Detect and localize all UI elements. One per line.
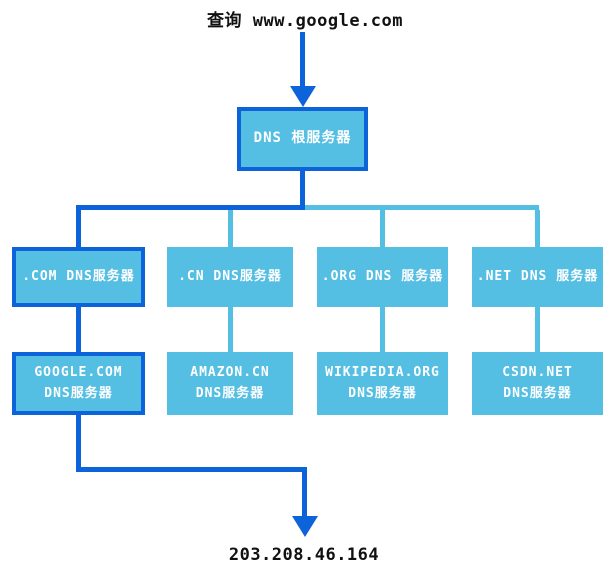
root-stem-line	[300, 171, 305, 207]
node-net-dns-server: .NET DNS 服务器	[472, 247, 603, 307]
drop-line-net	[535, 210, 540, 247]
drop-line-org	[380, 210, 385, 247]
node-wikipedia-org-dns-server: WIKIPEDIA.ORG DNS服务器	[317, 352, 448, 415]
query-arrowhead-icon	[290, 86, 316, 107]
node-label-line2: DNS服务器	[348, 385, 417, 401]
node-org-dns-server: .ORG DNS 服务器	[317, 247, 448, 307]
node-label: .COM DNS服务器	[22, 268, 135, 284]
node-label: DNS 根服务器	[253, 130, 352, 147]
connector-org-wikipedia	[380, 307, 385, 352]
result-arrow-vertical2	[302, 467, 307, 517]
node-label-line1: WIKIPEDIA.ORG	[325, 365, 440, 381]
result-arrow-horizontal	[76, 467, 307, 472]
branch-rail-normal	[305, 205, 539, 210]
node-label-line1: GOOGLE.COM	[34, 365, 123, 381]
connector-com-google	[76, 307, 81, 352]
node-label: .NET DNS 服务器	[476, 268, 599, 284]
resolved-ip-label: 203.208.46.164	[228, 545, 380, 565]
node-label-line2: DNS服务器	[44, 385, 113, 401]
node-google-com-dns-server: GOOGLE.COM DNS服务器	[12, 352, 145, 415]
node-label-line1: CSDN.NET	[502, 365, 573, 381]
node-label-line2: DNS服务器	[503, 385, 572, 401]
result-arrowhead-icon	[292, 516, 318, 537]
node-dns-root-server: DNS 根服务器	[237, 107, 368, 171]
node-label-line2: DNS服务器	[195, 385, 265, 401]
connector-net-csdn	[535, 307, 540, 352]
node-label: .CN DNS服务器	[178, 268, 282, 284]
node-cn-dns-server: .CN DNS服务器	[167, 247, 293, 307]
node-label: .ORG DNS 服务器	[321, 268, 444, 284]
node-com-dns-server: .COM DNS服务器	[12, 247, 145, 307]
connector-cn-amazon	[228, 307, 233, 352]
drop-line-cn	[228, 210, 233, 247]
query-arrow-line	[300, 32, 305, 88]
node-label-line1: AMAZON.CN	[190, 365, 270, 381]
node-csdn-net-dns-server: CSDN.NET DNS服务器	[472, 352, 603, 415]
branch-rail-highlighted	[76, 205, 305, 210]
query-label: 查询 www.google.com	[206, 11, 404, 31]
drop-line-com	[76, 205, 81, 247]
node-amazon-cn-dns-server: AMAZON.CN DNS服务器	[167, 352, 293, 415]
result-arrow-vertical1	[76, 415, 81, 472]
